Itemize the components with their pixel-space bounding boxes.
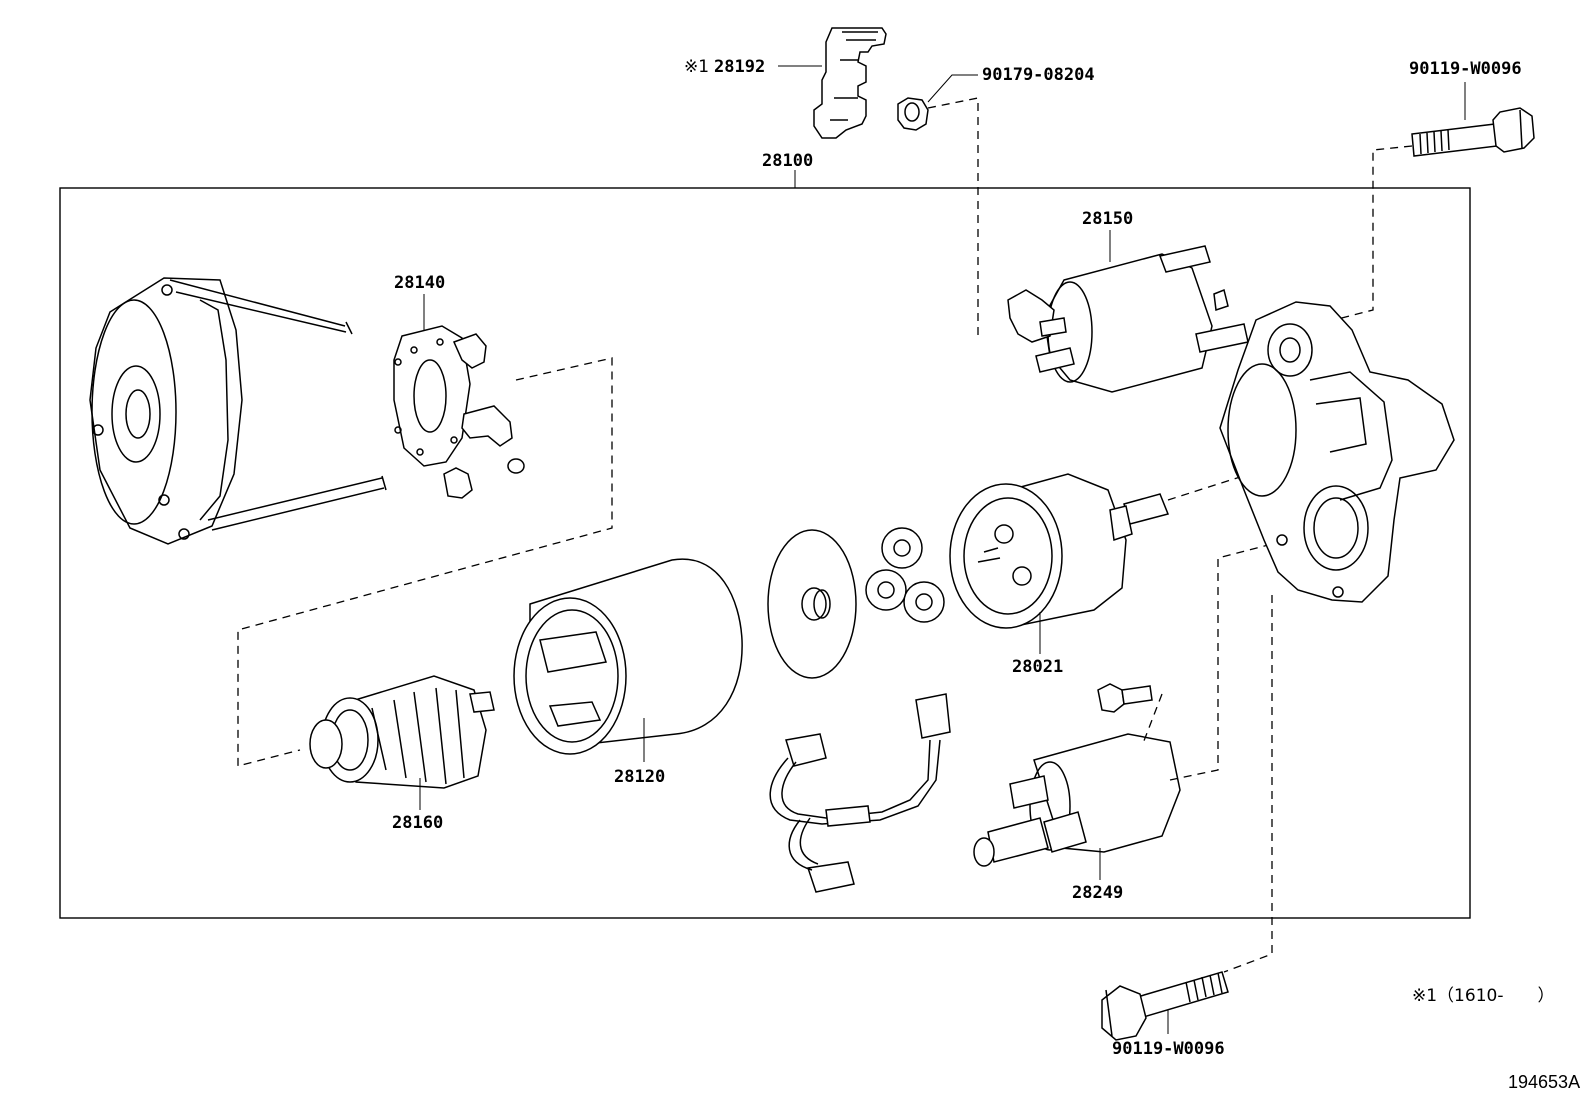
bolt-90119-W0096-top <box>1411 107 1535 157</box>
starter-clutch-28021 <box>949 473 1170 629</box>
label-90119-W0096-top: 90119-W0096 <box>1409 59 1522 79</box>
planetary-gears <box>865 527 945 623</box>
label-90119-W0096-bottom: 90119-W0096 <box>1112 1039 1225 1059</box>
assembly-boundary <box>59 187 1471 919</box>
label-28160: 28160 <box>392 813 443 833</box>
label-28100: 28100 <box>762 151 813 171</box>
starter-housing <box>1219 301 1455 603</box>
label-28021: 28021 <box>1012 657 1063 677</box>
label-28249: 28249 <box>1072 883 1123 903</box>
footnote: ※1（1610- ） <box>1412 986 1554 1006</box>
armature-28160 <box>309 675 495 789</box>
magnetic-switch-28150 <box>1007 245 1249 393</box>
label-28140: 28140 <box>394 273 445 293</box>
label-28192-mark: ※1 <box>684 57 709 77</box>
label-28150: 28150 <box>1082 209 1133 229</box>
lead-wire-assembly <box>769 693 951 893</box>
screw-28249 <box>1097 683 1153 713</box>
terminal-cover-28192 <box>813 27 887 139</box>
figure-code: 194653A <box>1508 1072 1580 1092</box>
nut-90179-08204 <box>897 97 929 131</box>
label-28192: 28192 <box>714 57 765 77</box>
yoke-28120 <box>513 558 743 755</box>
switch-assembly-28249 <box>973 733 1181 867</box>
gear-plate <box>767 529 857 679</box>
starter-yoke-housing <box>89 277 387 545</box>
bolt-90119-W0096-bottom <box>1101 971 1229 1041</box>
brush-holder-28140 <box>393 325 525 499</box>
label-28120: 28120 <box>614 767 665 787</box>
label-90179-08204: 90179-08204 <box>982 65 1095 85</box>
